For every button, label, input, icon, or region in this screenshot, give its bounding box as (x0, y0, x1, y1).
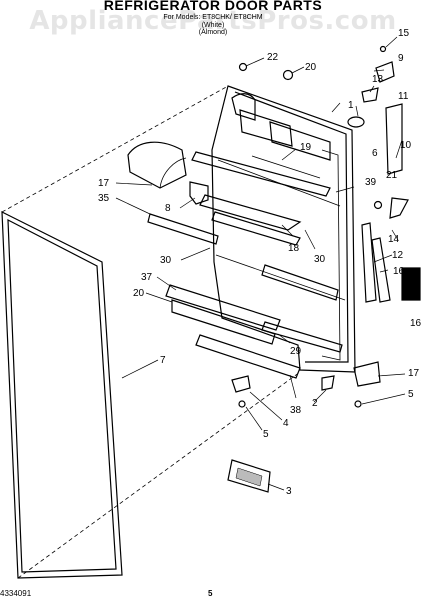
callout-4: 4 (283, 418, 289, 429)
callout-3: 3 (286, 486, 292, 497)
callout-5-left: 5 (263, 429, 269, 440)
callout-24: 20 (305, 62, 317, 73)
callout-8: 7 (160, 355, 166, 366)
callout-37: 37 (141, 272, 153, 283)
callout-12: 11 (398, 91, 409, 102)
callout-10: 9 (398, 53, 404, 64)
callout-16: 15 (398, 28, 410, 39)
callout-5-right: 5 (408, 389, 414, 400)
cylinder-12 (385, 103, 403, 175)
callout-21: 20 (133, 288, 145, 299)
callout-23: 19 (300, 142, 312, 153)
callout-29: 29 (290, 346, 302, 357)
model-line: For Models: ET8CHK/ ET8CHM (163, 14, 263, 21)
callout-30: 30 (314, 254, 326, 265)
callout-18: 16 (410, 318, 422, 329)
shelf-29 (261, 321, 343, 353)
callout-13: 12 (392, 250, 404, 261)
rail-38 (195, 334, 301, 379)
callout-2: 2 (312, 398, 318, 409)
callout-38: 38 (290, 405, 302, 416)
door-liner (211, 85, 356, 373)
rail-21 (171, 299, 276, 345)
dairy-door (127, 141, 187, 189)
callout-9: 8 (165, 203, 171, 214)
callout-19: 17 (408, 368, 420, 379)
shelf-23 (191, 151, 331, 197)
callout-39: 39 (365, 177, 377, 188)
callout-1: 1 (348, 100, 354, 111)
callout-35: 35 (98, 193, 110, 204)
rail-37 (165, 284, 281, 331)
footer-part-number: 4334091 (0, 589, 32, 598)
callout-11: 10 (400, 140, 412, 151)
rail-35 (147, 213, 219, 245)
door-gasket (1, 211, 123, 579)
callout-7: 6 (372, 148, 378, 159)
page-title: REFRIGERATOR DOOR PARTS (103, 0, 323, 13)
callout-6: 22 (267, 52, 279, 63)
part-3-cover (227, 459, 271, 493)
variant-line-1: (White) (201, 22, 225, 29)
variant-line-2: (Almond) (198, 29, 228, 36)
callout-27: 21 (386, 170, 398, 181)
callout-22: 17 (98, 178, 110, 189)
callout-20: 18 (288, 243, 300, 254)
callout-30b: 30 (160, 255, 172, 266)
callout-15: 16 (393, 266, 405, 277)
callout-17: 14 (388, 234, 400, 245)
callout-14: 13 (372, 74, 384, 85)
page-number: 5 (208, 589, 213, 598)
